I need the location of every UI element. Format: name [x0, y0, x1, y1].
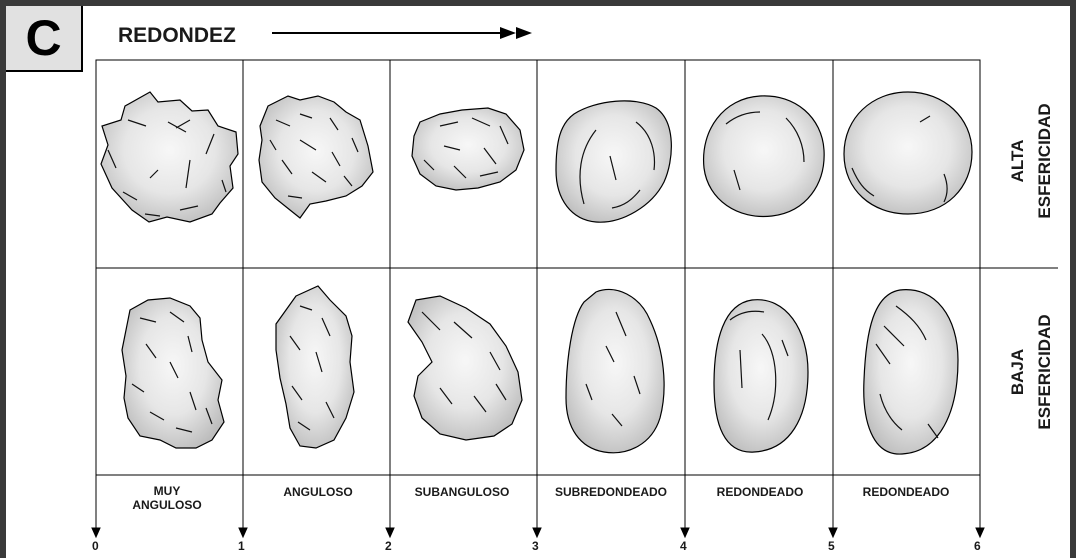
- scale-tick: 2: [385, 539, 392, 553]
- class-label: SUBREDONDEADO: [555, 485, 667, 499]
- scale-tick: 1: [238, 539, 245, 553]
- class-label: ANGULOSO: [132, 498, 201, 512]
- svg-text:ESFERICIDAD: ESFERICIDAD: [1035, 314, 1054, 429]
- grain-low-well-rounded: [864, 290, 958, 454]
- scale-tick: 5: [828, 539, 835, 553]
- sphericity-low-label: BAJA ESFERICIDAD: [1008, 314, 1054, 429]
- svg-text:ESFERICIDAD: ESFERICIDAD: [1035, 103, 1054, 218]
- scale-tick: 3: [532, 539, 539, 553]
- sphericity-high-label: ALTA ESFERICIDAD: [1008, 103, 1054, 218]
- grain-low-subrounded: [566, 290, 664, 453]
- roundness-arrow: [272, 27, 532, 39]
- grain-high-subangular: [412, 108, 524, 190]
- class-label: REDONDEADO: [863, 485, 950, 499]
- grain-high-well-rounded: [844, 92, 972, 214]
- grain-high-subrounded: [556, 101, 671, 222]
- grain-low-subangular: [408, 296, 522, 440]
- scale-tick: 6: [974, 539, 981, 553]
- svg-text:ALTA: ALTA: [1008, 140, 1027, 183]
- class-label: MUY: [154, 484, 181, 498]
- class-label: ANGULOSO: [283, 485, 352, 499]
- grain-high-rounded: [704, 96, 825, 217]
- scale-tick: 0: [92, 539, 99, 553]
- scale-tick: 4: [680, 539, 687, 553]
- scale: [92, 475, 984, 537]
- class-label: REDONDEADO: [717, 485, 804, 499]
- class-label: SUBANGULOSO: [415, 485, 510, 499]
- grain-high-angular: [259, 96, 373, 218]
- grain-low-rounded: [714, 300, 808, 452]
- axis-title: REDONDEZ: [118, 24, 236, 47]
- grain-low-angular: [276, 286, 354, 448]
- grain-low-very-angular: [122, 298, 224, 448]
- class-labels: MUY ANGULOSO ANGULOSO SUBANGULOSO SUBRED…: [132, 484, 949, 512]
- grain-high-very-angular: [101, 92, 238, 222]
- scale-numbers: 0 1 2 3 4 5 6: [92, 539, 981, 553]
- svg-text:BAJA: BAJA: [1008, 349, 1027, 395]
